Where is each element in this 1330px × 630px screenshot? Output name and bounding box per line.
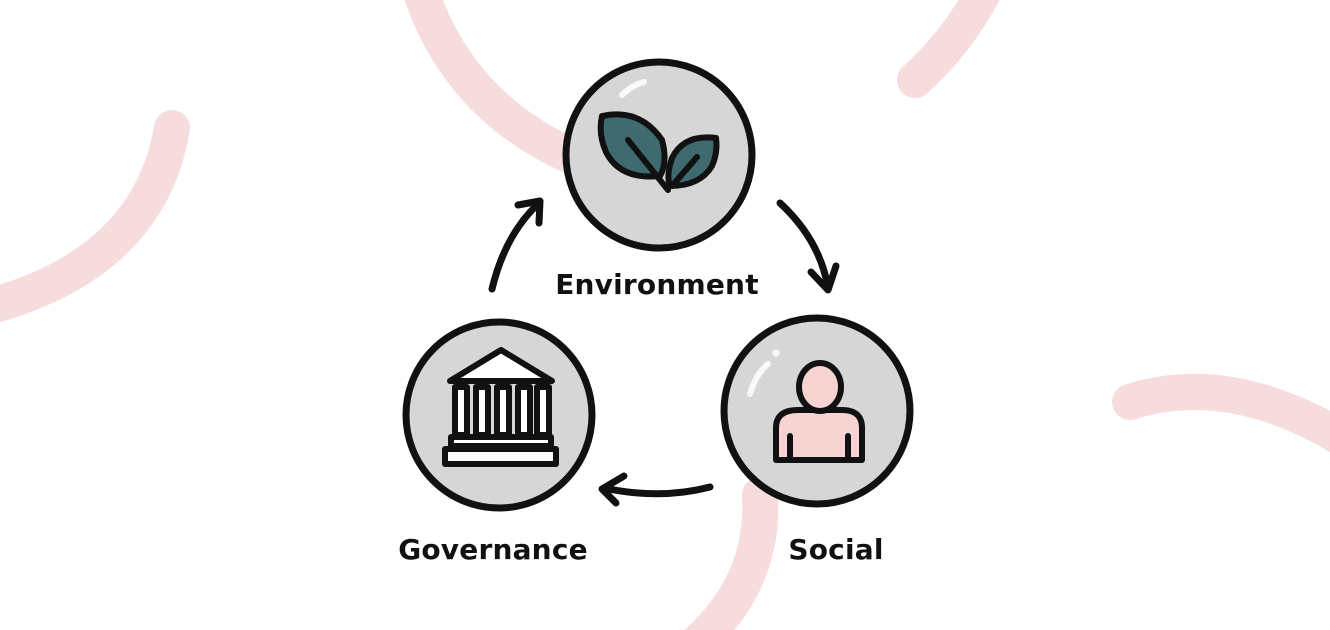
arrow-environment-to-social	[776, 199, 840, 294]
node-environment	[562, 58, 756, 252]
label-environment: Environment	[555, 268, 759, 301]
label-social: Social	[788, 533, 883, 566]
government-building-icon	[442, 347, 559, 467]
decor-arc-top-right	[897, 0, 1000, 98]
decor-arc-bottom	[685, 477, 779, 630]
arrow-social-to-governance	[598, 472, 714, 507]
person-icon	[773, 360, 865, 463]
node-governance	[402, 318, 596, 512]
arrow-governance-to-environment	[488, 197, 544, 293]
leaves-icon	[597, 111, 720, 193]
glare-highlight	[619, 79, 647, 98]
node-social	[720, 314, 914, 508]
decor-arc-top-left	[404, 0, 598, 178]
decor-arc-left	[0, 110, 190, 323]
glare-dot	[772, 349, 780, 357]
label-governance: Governance	[398, 533, 588, 566]
glare-highlight	[747, 361, 771, 397]
decor-arc-right	[1112, 373, 1330, 453]
